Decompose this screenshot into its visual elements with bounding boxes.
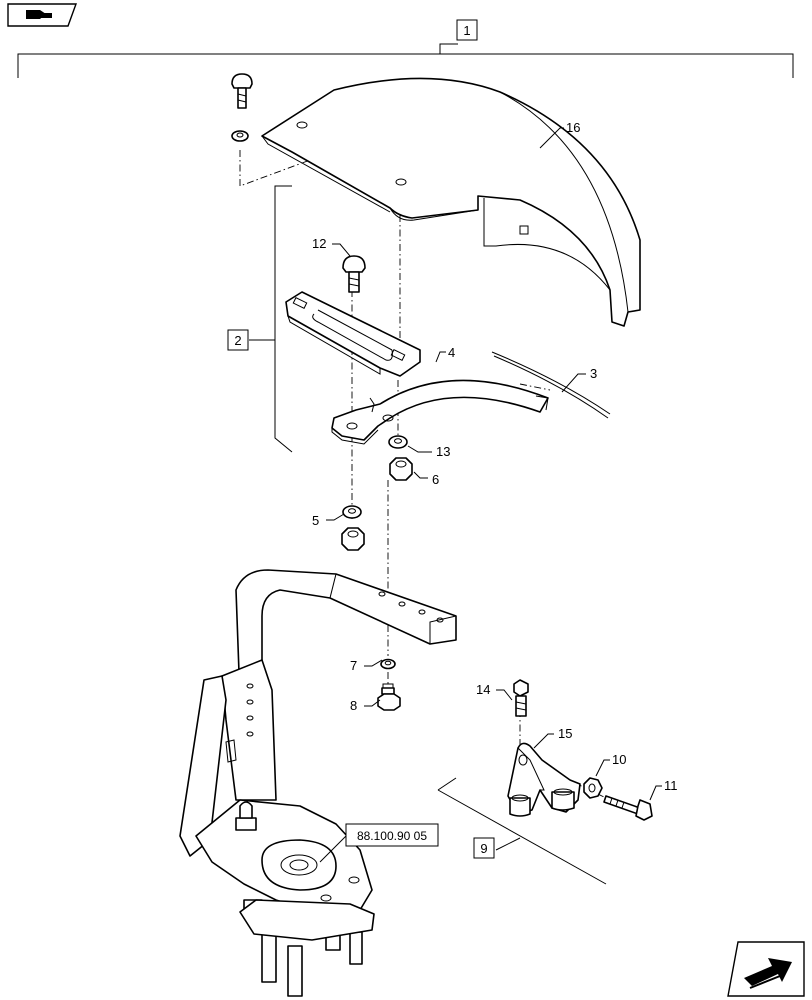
callout-14[interactable]: 14: [476, 682, 513, 701]
callout-12-label: 12: [312, 236, 326, 251]
ref-box-9[interactable]: 9: [473, 837, 495, 859]
hex-bolt-11[interactable]: [603, 795, 653, 821]
callout-15-label: 15: [558, 726, 572, 741]
hex-nut-5b[interactable]: [341, 527, 365, 551]
callout-14-label: 14: [476, 682, 490, 697]
slotted-strap-part[interactable]: [285, 291, 421, 377]
callout-3-label: 3: [590, 366, 597, 381]
callout-13-label: 13: [436, 444, 450, 459]
ref-box-1-label: 1: [463, 23, 470, 38]
callout-5-label: 5: [312, 513, 319, 528]
reference-box[interactable]: 88.100.90 05: [345, 823, 439, 847]
callout-12[interactable]: 12: [312, 236, 351, 257]
washer-7[interactable]: [380, 658, 396, 670]
callout-4-label: 4: [448, 345, 455, 360]
callout-5[interactable]: 5: [312, 513, 345, 528]
callout-8-label: 8: [350, 698, 357, 713]
callout-10[interactable]: 10: [595, 752, 626, 777]
kit-bracket-2: [274, 185, 293, 453]
carriage-bolt-part[interactable]: [342, 255, 366, 293]
ref-box-2[interactable]: 2: [227, 329, 249, 351]
callout-7-label: 7: [350, 658, 357, 673]
callout-16[interactable]: 16: [539, 120, 580, 149]
callout-11[interactable]: 11: [649, 778, 678, 801]
ref-box-1[interactable]: 1: [456, 19, 478, 41]
ref-box-2-label: 2: [234, 333, 241, 348]
callout-4[interactable]: 4: [435, 345, 455, 363]
callout-6-label: 6: [432, 472, 439, 487]
hex-nut-10[interactable]: [583, 777, 603, 799]
callout-15[interactable]: 15: [533, 726, 572, 749]
hex-bolt-14[interactable]: [513, 679, 529, 717]
support-frame-part[interactable]: [179, 569, 457, 997]
hand-pointer-icon: [26, 10, 52, 19]
ref-box-9-label: 9: [480, 841, 487, 856]
assembly-bracket: [17, 53, 794, 78]
callout-13[interactable]: 13: [407, 444, 450, 459]
callout-8[interactable]: 8: [350, 698, 381, 713]
callout-7[interactable]: 7: [350, 658, 383, 673]
callout-3[interactable]: 3: [561, 366, 597, 393]
arrow-next-icon: [744, 958, 792, 989]
washer-5[interactable]: [342, 505, 362, 519]
callout-16-label: 16: [566, 120, 580, 135]
washer-13[interactable]: [388, 435, 408, 449]
fender-part[interactable]: [261, 77, 641, 327]
reference-label: 88.100.90 05: [357, 829, 427, 843]
hex-bolt-8[interactable]: [377, 683, 401, 711]
nav-back-button[interactable]: [7, 3, 77, 27]
kit-bracket-9: [437, 789, 607, 885]
curved-stay-part[interactable]: [331, 379, 549, 445]
carriage-bolt-top[interactable]: [231, 73, 253, 109]
callout-10-label: 10: [612, 752, 626, 767]
rod-part[interactable]: [491, 351, 611, 419]
mounting-bracket-15[interactable]: [507, 742, 581, 817]
callout-11-label: 11: [664, 778, 678, 793]
washer-top[interactable]: [231, 130, 249, 142]
callout-6[interactable]: 6: [413, 471, 439, 487]
nav-next-button[interactable]: [727, 941, 805, 997]
hex-nut-6[interactable]: [389, 457, 413, 481]
